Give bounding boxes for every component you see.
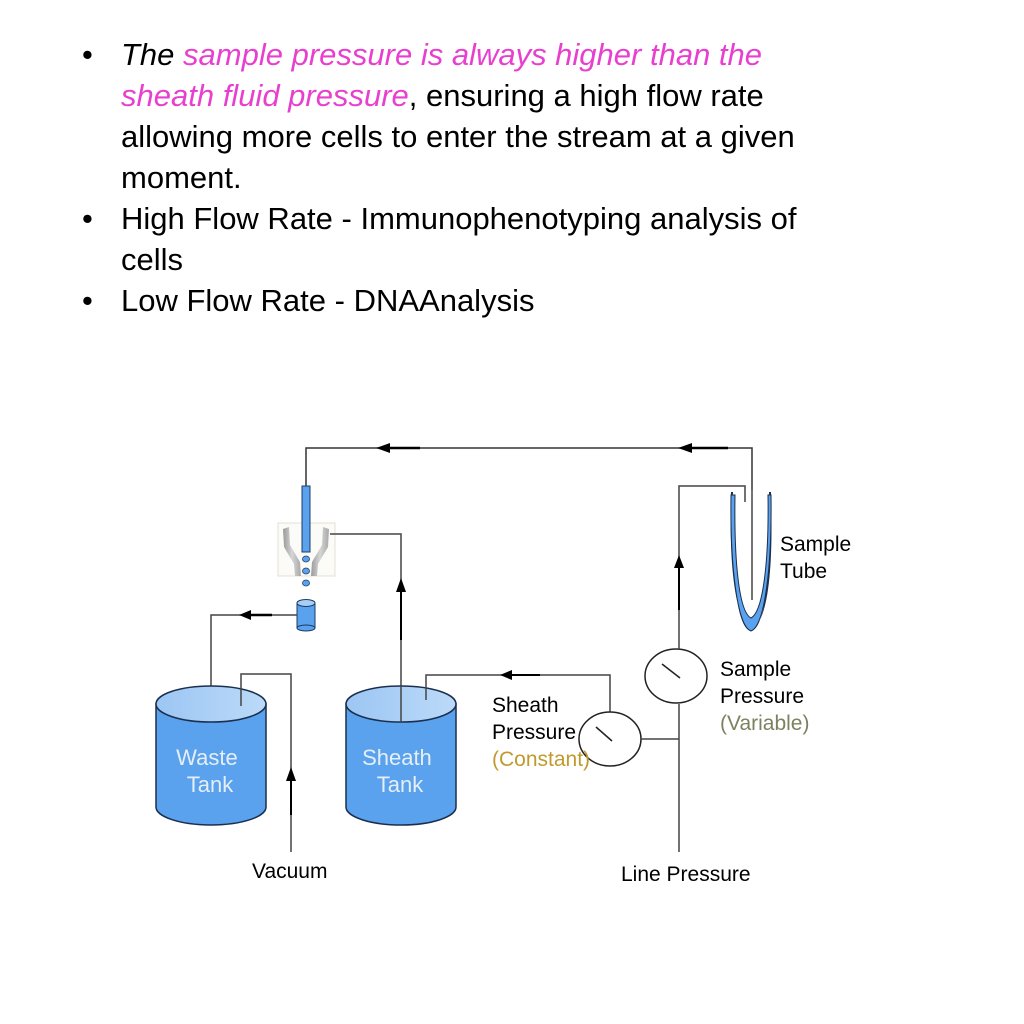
vacuum-label: Vacuum [252,860,327,883]
arrow-left-icon [678,443,692,453]
arrow-left-icon [376,443,390,453]
line-pressure-label: Line Pressure [621,863,751,886]
sheath-line [330,533,402,722]
bullet-dot: • [82,283,93,318]
bullet-dot: • [82,37,93,72]
droplet [302,567,310,575]
droplet [302,579,310,587]
bullet-dot: • [82,201,93,236]
sample-pressure-mode: (Variable) [720,712,809,735]
vacuum-line [240,673,292,852]
bullet-list: • The sample pressure is always higher t… [82,34,862,321]
arrow-up-icon [674,555,684,568]
sample-line-top [305,447,753,490]
sheath-tank [345,685,457,826]
sample-tube-label: Sample Tube [780,533,857,583]
bullet-item-low-flow: • Low Flow Rate - DNAAnalysis [82,280,862,321]
sample-tube [730,492,772,632]
waste-line [210,614,297,687]
sheath-pressure-mode: (Constant) [492,748,590,771]
sample-pressure-label: Sample Pressure [720,658,804,708]
collection-cup [296,599,316,632]
sheath-pressure-label: Sheath Pressure [492,694,576,744]
waste-tank-label: Waste Tank [176,745,244,797]
sample-pressure-gauge [644,648,708,704]
arrow-up-icon [286,767,296,781]
bullet-item-pressure: • The sample pressure is always higher t… [82,34,862,198]
sample-injection-tube [301,485,311,553]
bullet-item-high-flow: • High Flow Rate - Immunophenotyping ana… [82,198,862,280]
sheath-tank-label: Sheath Tank [362,745,438,797]
bullet-lead-text: The [121,37,175,72]
bullet-text: High Flow Rate - Immunophenotyping analy… [121,201,797,277]
waste-tank [155,685,267,826]
bullet-rest-text: , ensuring a high flow rate allowing mor… [121,78,795,195]
droplet [302,555,310,563]
arrow-left-icon [239,610,251,620]
arrow-left-icon [500,670,512,680]
highlight-text: sample pressure is always higher than th… [121,37,763,113]
bullet-text: Low Flow Rate - DNAAnalysis [121,283,535,318]
arrow-up-icon [396,578,406,592]
